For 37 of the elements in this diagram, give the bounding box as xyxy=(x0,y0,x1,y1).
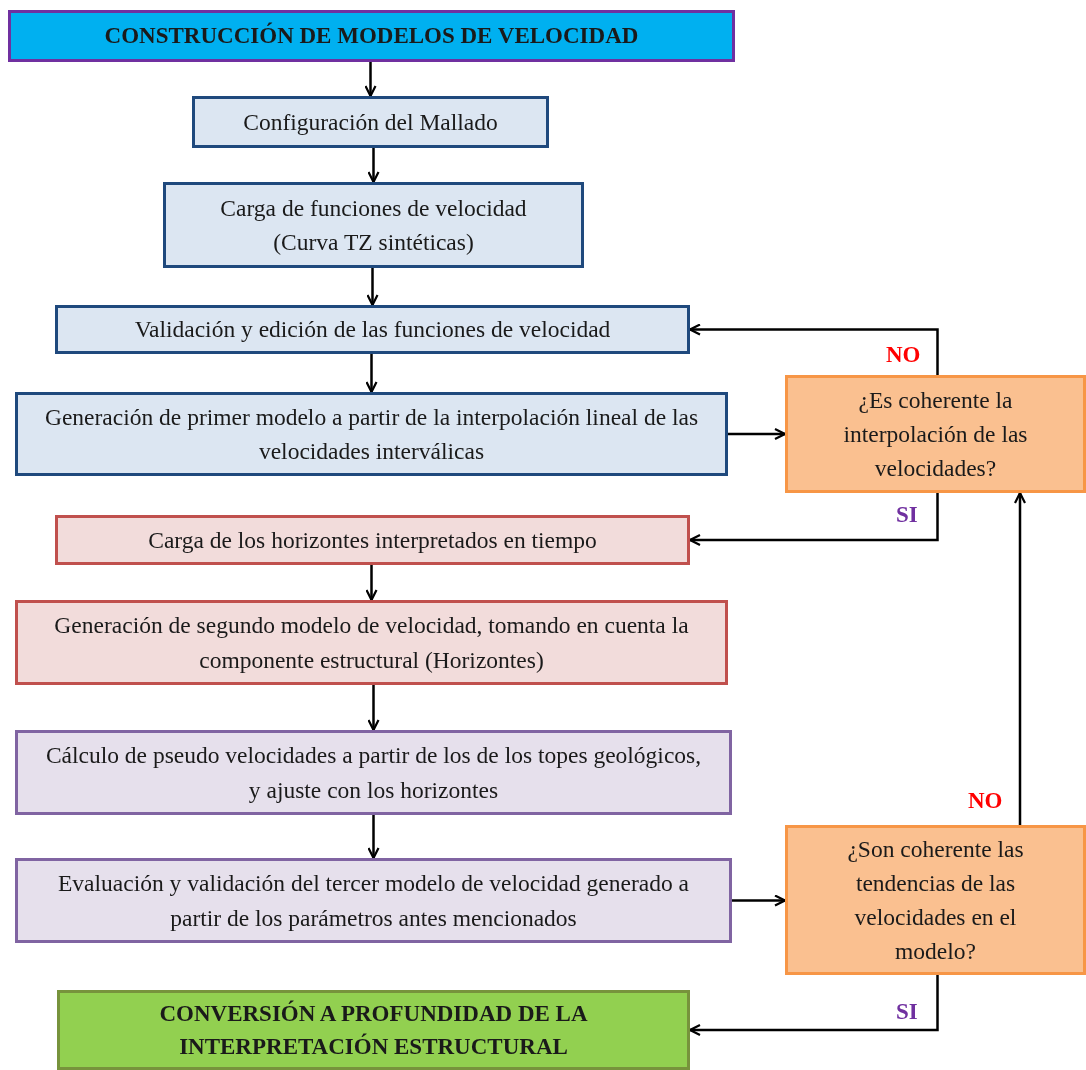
process-box xyxy=(15,858,732,943)
node-text: Configuración del Mallado xyxy=(243,107,498,137)
arrow xyxy=(364,62,377,98)
arrow xyxy=(367,148,380,184)
arrow xyxy=(365,565,378,602)
arrow xyxy=(688,323,939,375)
arrow xyxy=(688,975,939,1037)
node-text: ¿Son coherente las tendencias de las velocidades en el modelo? xyxy=(846,834,1025,967)
process-box xyxy=(55,515,690,565)
arrow xyxy=(1013,491,1027,825)
arrow xyxy=(688,493,939,547)
node-text: CONSTRUCCIÓN DE MODELOS DE VELOCIDAD xyxy=(104,21,639,51)
result-box xyxy=(57,990,690,1070)
process-box xyxy=(192,96,549,148)
decision-box xyxy=(785,375,1086,493)
arrow xyxy=(728,427,787,441)
node-text: Cálculo de pseudo velocidades a partir de los de los topes geológicos, y ajuste con los horizontes xyxy=(44,741,703,805)
arrow xyxy=(367,685,380,732)
title-box xyxy=(8,10,735,62)
process-box xyxy=(15,392,728,476)
process-box xyxy=(55,305,690,354)
node-text: Generación de primer modelo a partir de la interpolación lineal de las velocidades interválicas xyxy=(43,402,700,466)
node-text: Carga de funciones de velocidad (Curva TZ sintéticas) xyxy=(219,193,528,257)
node-text: Validación y edición de las funciones de velocidad xyxy=(134,315,611,345)
arrow xyxy=(366,268,379,307)
process-box xyxy=(163,182,584,268)
node-text: Evaluación y validación del tercer modelo de velocidad generado a partir de los parámetros antes mencionados xyxy=(57,869,690,933)
arrow xyxy=(365,354,378,394)
node-text: Generación de segundo modelo de velocidad, tomando en cuenta la componente estructural (Horizontes) xyxy=(53,611,690,675)
arrow xyxy=(367,815,380,860)
node-text: Carga de los horizontes interpretados en tiempo xyxy=(148,525,597,555)
node-text: CONVERSIÓN A PROFUNDIDAD DE LA INTERPRETACIÓN ESTRUCTURAL xyxy=(158,999,589,1061)
process-box xyxy=(15,600,728,685)
arrow xyxy=(732,894,787,907)
node-text: ¿Es coherente la interpolación de las velocidades? xyxy=(842,385,1029,484)
decision-box xyxy=(785,825,1086,975)
process-box xyxy=(15,730,732,815)
